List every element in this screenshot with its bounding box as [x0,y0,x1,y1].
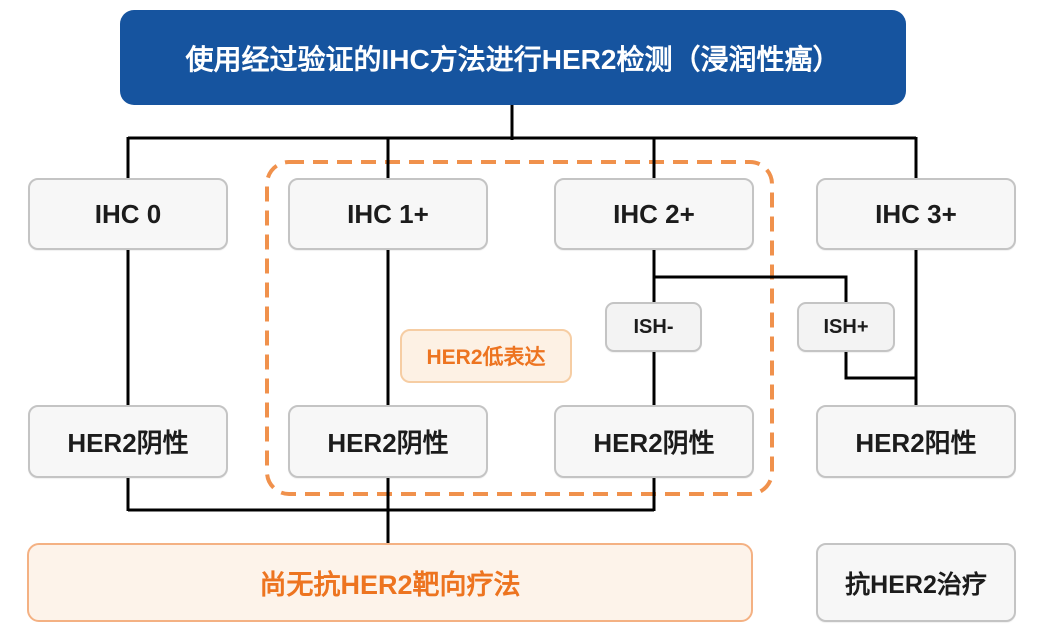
node-ihc-1plus-label: IHC 1+ [347,198,429,229]
node-ihc-3plus: IHC 3+ [816,178,1016,250]
node-ihc-0-label: IHC 0 [94,198,162,229]
node-her2-negative-1: HER2阴性 [28,405,228,478]
anti-her2-therapy-label: 抗HER2治疗 [845,570,987,599]
node-ihc-1plus: IHC 1+ [288,178,488,250]
node-ish-positive-label: ISH+ [823,315,869,338]
title-text: 使用经过验证的IHC方法进行HER2检测（浸润性癌） [185,43,841,75]
node-ihc-3plus-label: IHC 3+ [875,198,957,229]
node-her2-negative-2-label: HER2阴性 [327,428,449,458]
node-her2-positive-label: HER2阳性 [855,428,977,458]
her2-low-expression-tag: HER2低表达 [400,329,572,383]
node-her2-positive: HER2阳性 [816,405,1016,478]
her2-low-expression-tag-label: HER2低表达 [426,346,546,369]
node-her2-negative-3-label: HER2阴性 [593,428,715,458]
no-anti-her2-therapy-label: 尚无抗HER2靶向疗法 [259,570,521,600]
node-ish-negative-label: ISH- [633,315,674,338]
anti-her2-therapy-box: 抗HER2治疗 [816,543,1016,622]
node-her2-negative-2: HER2阴性 [288,405,488,478]
node-her2-negative-3: HER2阴性 [554,405,754,478]
connector-ish-positive-to-ihc3-column [844,345,916,380]
title-banner: 使用经过验证的IHC方法进行HER2检测（浸润性癌） [120,10,906,105]
connector-ihc2-to-ish-positive [654,275,848,312]
her2-low-region-outline [265,160,774,496]
node-ihc-0: IHC 0 [28,178,228,250]
node-ish-negative: ISH- [605,302,702,352]
node-ihc-2plus: IHC 2+ [554,178,754,250]
node-her2-negative-1-label: HER2阴性 [67,428,189,458]
node-ish-positive: ISH+ [797,302,895,352]
no-anti-her2-therapy-box: 尚无抗HER2靶向疗法 [27,543,753,622]
node-ihc-2plus-label: IHC 2+ [613,198,695,229]
